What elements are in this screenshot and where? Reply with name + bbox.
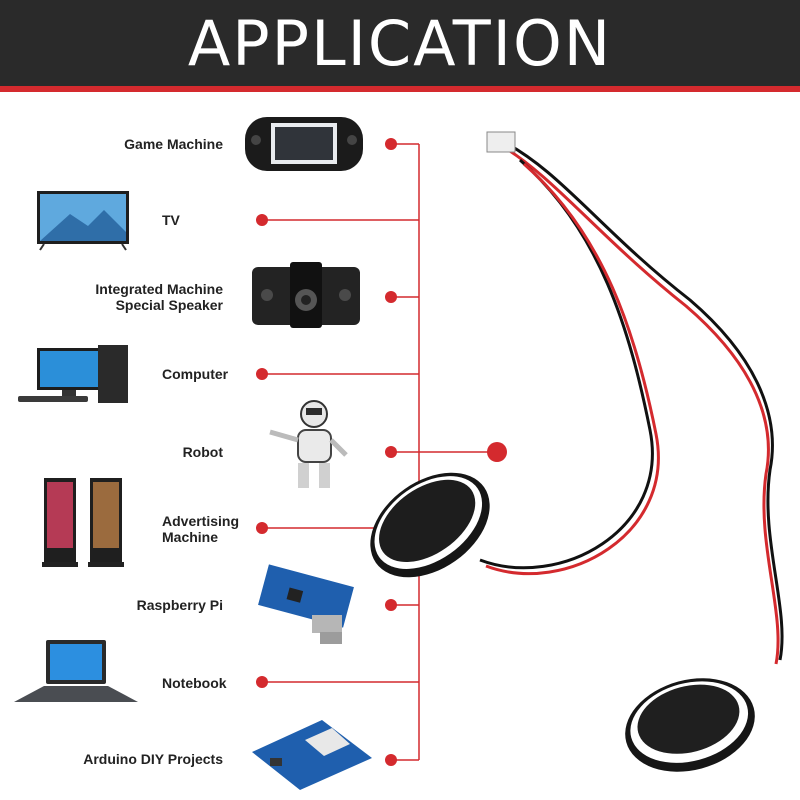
label-raspberry-pi: Raspberry Pi [136, 597, 223, 613]
game-console-icon [245, 117, 363, 171]
connector-lines [262, 143, 497, 761]
label-computer: Computer [162, 366, 229, 382]
label-advertising-machine: Advertising Machine [162, 513, 240, 545]
label-notebook: Notebook [162, 675, 227, 691]
circuit-board-icon [258, 564, 354, 644]
label-robot: Robot [182, 444, 223, 460]
speaker-array-icon [252, 262, 360, 328]
arduino-board-icon [252, 720, 372, 790]
connector-dots [256, 138, 507, 766]
label-arduino: Arduino DIY Projects [83, 751, 223, 767]
label-tv: TV [162, 212, 180, 228]
kiosk-icon [42, 478, 124, 567]
robot-icon [269, 400, 348, 488]
banner-accent-stripe [0, 86, 800, 92]
title-banner [0, 0, 800, 86]
mini-speaker-pair-icon [370, 131, 784, 772]
page-title: APPLICATION [187, 7, 613, 80]
tv-icon [37, 191, 129, 251]
laptop-icon [14, 640, 138, 702]
label-game-machine: Game Machine [124, 136, 223, 152]
desktop-computer-icon [18, 345, 128, 403]
label-integrated-speaker: Integrated Machine Special Speaker [95, 281, 223, 313]
